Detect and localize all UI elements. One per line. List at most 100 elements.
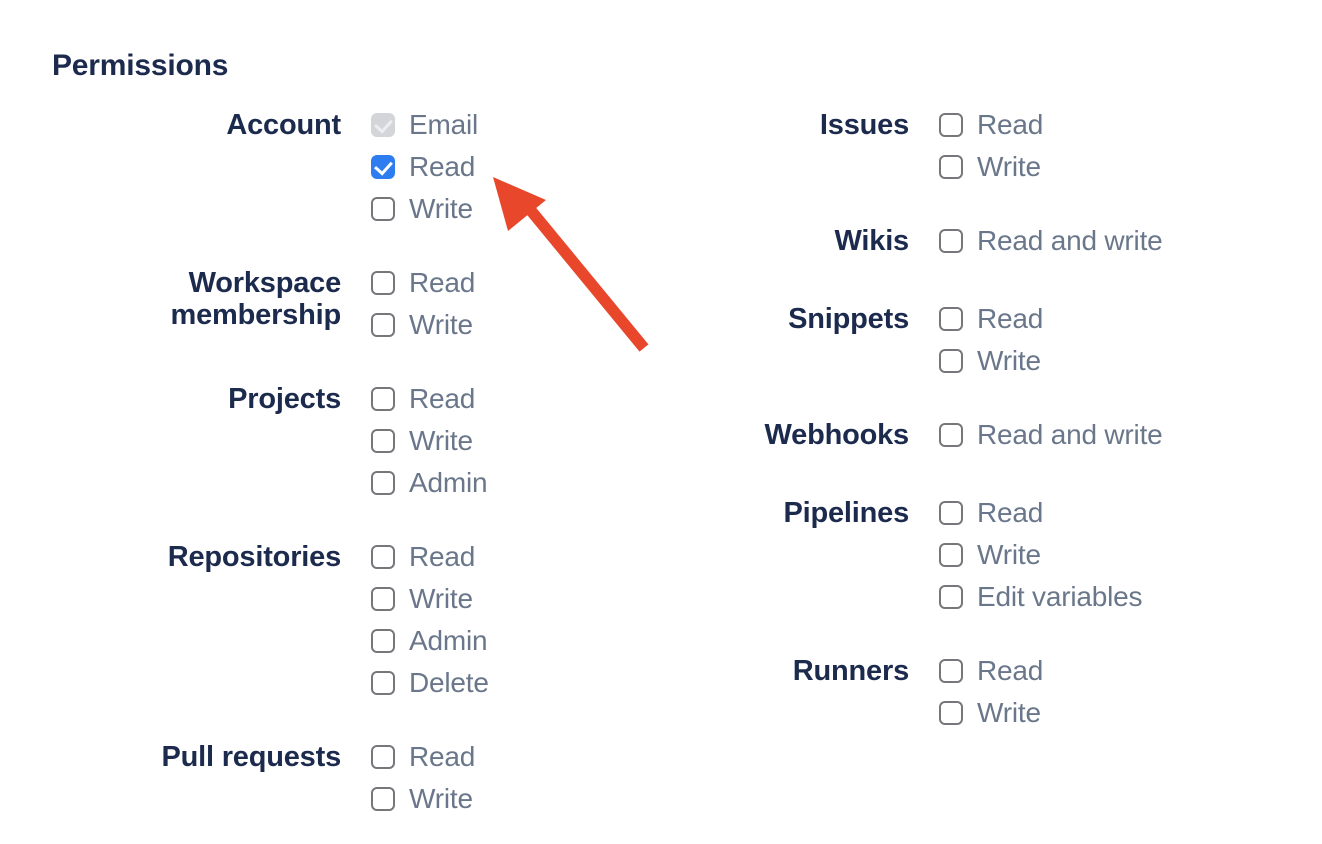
checkbox-issues-read[interactable] xyxy=(939,113,963,137)
checkbox-wikis-read-and-write[interactable] xyxy=(939,229,963,253)
group-projects: Projects Read Write Admin xyxy=(52,383,612,498)
option-label-runners-write[interactable]: Write xyxy=(977,697,1041,728)
option-label-pull-requests-read[interactable]: Read xyxy=(409,741,476,772)
option-account-write[interactable]: Write xyxy=(371,193,478,224)
checkbox-issues-write[interactable] xyxy=(939,155,963,179)
option-workspace-membership-write[interactable]: Write xyxy=(371,309,475,340)
group-label-wikis: Wikis xyxy=(834,225,910,257)
option-wikis-read-and-write[interactable]: Read and write xyxy=(939,225,1163,256)
checkbox-repositories-delete[interactable] xyxy=(371,671,395,695)
checkbox-repositories-read[interactable] xyxy=(371,545,395,569)
group-webhooks: Webhooks Read and write xyxy=(620,419,1220,451)
option-pipelines-write[interactable]: Write xyxy=(939,539,1142,570)
option-issues-write[interactable]: Write xyxy=(939,151,1043,182)
option-account-email: Email xyxy=(371,109,479,140)
option-label-projects-admin[interactable]: Admin xyxy=(409,467,488,498)
checkbox-pull-requests-write[interactable] xyxy=(371,787,395,811)
option-label-runners-read[interactable]: Read xyxy=(977,655,1044,686)
option-runners-write[interactable]: Write xyxy=(939,697,1043,728)
group-options-pipelines: Read Write Edit variables xyxy=(939,497,1143,612)
option-label-repositories-delete[interactable]: Delete xyxy=(409,667,489,698)
checkbox-repositories-admin[interactable] xyxy=(371,629,395,653)
option-webhooks-read-and-write[interactable]: Read and write xyxy=(939,419,1163,450)
group-options-pull-requests: Read Write xyxy=(371,741,476,814)
option-label-issues-read[interactable]: Read xyxy=(977,109,1044,140)
checkbox-repositories-write[interactable] xyxy=(371,587,395,611)
checkbox-workspace-membership-read[interactable] xyxy=(371,271,395,295)
checkbox-pipelines-edit-variables[interactable] xyxy=(939,585,963,609)
group-label-webhooks: Webhooks xyxy=(764,419,910,451)
group-label-runners: Runners xyxy=(792,655,909,687)
option-account-read[interactable]: Read xyxy=(371,151,478,182)
checkbox-account-read[interactable] xyxy=(371,155,395,179)
group-options-workspace-membership: Read Write xyxy=(371,267,476,340)
group-label-repositories: Repositories xyxy=(167,541,341,573)
option-label-repositories-write[interactable]: Write xyxy=(409,583,473,614)
checkbox-webhooks-read-and-write[interactable] xyxy=(939,423,963,447)
option-issues-read[interactable]: Read xyxy=(939,109,1044,140)
option-label-account-write[interactable]: Write xyxy=(409,193,473,224)
option-runners-read[interactable]: Read xyxy=(939,655,1044,686)
option-projects-read[interactable]: Read xyxy=(371,383,487,414)
option-label-workspace-membership-write[interactable]: Write xyxy=(409,309,473,340)
option-label-webhooks-read-and-write[interactable]: Read and write xyxy=(977,419,1163,450)
checkbox-account-write[interactable] xyxy=(371,197,395,221)
page-title: Permissions xyxy=(52,49,229,82)
checkbox-snippets-read[interactable] xyxy=(939,307,963,331)
option-projects-admin[interactable]: Admin xyxy=(371,467,488,498)
option-label-pipelines-write[interactable]: Write xyxy=(977,539,1041,570)
option-pipelines-edit-variables[interactable]: Edit variables xyxy=(939,581,1143,612)
permissions-column-right: Issues Read Write Wikis Read and write xyxy=(620,109,1220,775)
option-label-snippets-write[interactable]: Write xyxy=(977,345,1041,376)
option-pull-requests-write[interactable]: Write xyxy=(371,783,475,814)
option-label-snippets-read[interactable]: Read xyxy=(977,303,1044,334)
option-label-pull-requests-write[interactable]: Write xyxy=(409,783,473,814)
option-workspace-membership-read[interactable]: Read xyxy=(371,267,476,298)
option-label-wikis-read-and-write[interactable]: Read and write xyxy=(977,225,1163,256)
option-projects-write[interactable]: Write xyxy=(371,425,487,456)
group-label-workspace-membership: Workspace membership xyxy=(170,267,342,331)
option-label-issues-write[interactable]: Write xyxy=(977,151,1041,182)
group-options-webhooks: Read and write xyxy=(939,419,1163,450)
checkbox-projects-write[interactable] xyxy=(371,429,395,453)
checkbox-snippets-write[interactable] xyxy=(939,349,963,373)
checkbox-projects-admin[interactable] xyxy=(371,471,395,495)
checkbox-runners-read[interactable] xyxy=(939,659,963,683)
checkbox-projects-read[interactable] xyxy=(371,387,395,411)
group-options-snippets: Read Write xyxy=(939,303,1044,376)
option-snippets-write[interactable]: Write xyxy=(939,345,1043,376)
option-pipelines-read[interactable]: Read xyxy=(939,497,1142,528)
checkbox-runners-write[interactable] xyxy=(939,701,963,725)
group-options-projects: Read Write Admin xyxy=(371,383,488,498)
option-label-pipelines-edit-variables[interactable]: Edit variables xyxy=(977,581,1143,612)
checkbox-pipelines-read[interactable] xyxy=(939,501,963,525)
checkbox-pipelines-write[interactable] xyxy=(939,543,963,567)
option-snippets-read[interactable]: Read xyxy=(939,303,1044,334)
option-label-projects-read[interactable]: Read xyxy=(409,383,476,414)
checkbox-account-email xyxy=(371,113,395,137)
group-options-wikis: Read and write xyxy=(939,225,1163,256)
group-label-snippets: Snippets xyxy=(788,303,909,335)
option-repositories-read[interactable]: Read xyxy=(371,541,489,572)
option-label-projects-write[interactable]: Write xyxy=(409,425,473,456)
option-label-account-read[interactable]: Read xyxy=(409,151,476,182)
option-label-workspace-membership-read[interactable]: Read xyxy=(409,267,476,298)
option-repositories-delete[interactable]: Delete xyxy=(371,667,489,698)
checkbox-pull-requests-read[interactable] xyxy=(371,745,395,769)
group-runners: Runners Read Write xyxy=(620,655,1220,728)
group-options-repositories: Read Write Admin Delete xyxy=(371,541,489,698)
option-label-repositories-read[interactable]: Read xyxy=(409,541,476,572)
option-repositories-write[interactable]: Write xyxy=(371,583,489,614)
group-options-issues: Read Write xyxy=(939,109,1044,182)
group-snippets: Snippets Read Write xyxy=(620,303,1220,376)
option-label-repositories-admin[interactable]: Admin xyxy=(409,625,488,656)
option-pull-requests-read[interactable]: Read xyxy=(371,741,476,772)
group-options-account: Email Read Write xyxy=(371,109,479,224)
checkbox-workspace-membership-write[interactable] xyxy=(371,313,395,337)
group-pull-requests: Pull requests Read Write xyxy=(52,741,612,814)
option-label-pipelines-read[interactable]: Read xyxy=(977,497,1044,528)
option-label-account-email: Email xyxy=(409,109,479,140)
group-label-pull-requests: Pull requests xyxy=(161,741,341,773)
option-repositories-admin[interactable]: Admin xyxy=(371,625,489,656)
